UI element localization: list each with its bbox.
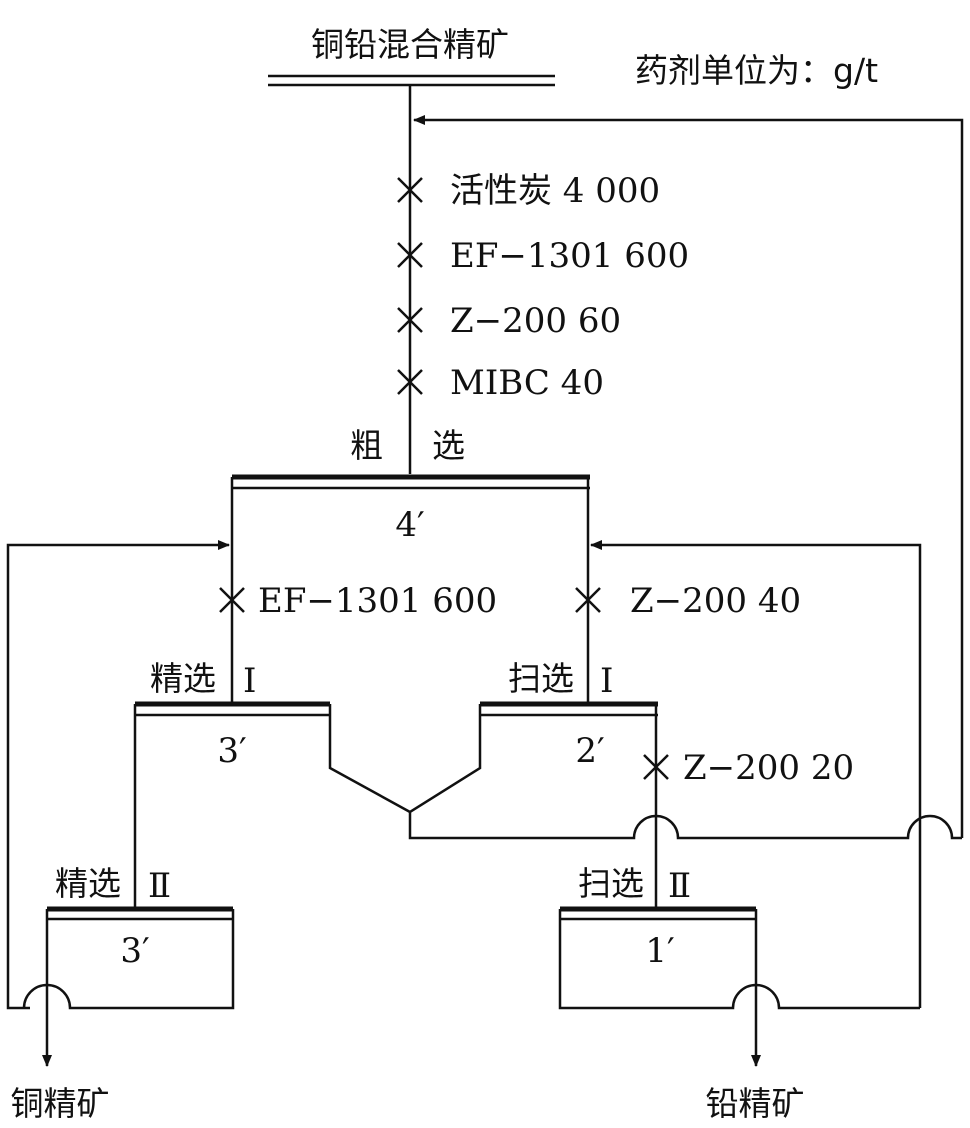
cleaner1-cells: 3′ xyxy=(217,731,246,771)
middling-return-line xyxy=(413,115,964,838)
feed-title: 铜铅混合精矿 xyxy=(311,25,509,64)
copper-concentrate-label: 铜精矿 xyxy=(11,1084,110,1123)
reagent-add-icon xyxy=(575,587,601,613)
cleaner1-reagent: EF−1301 600 xyxy=(258,581,497,621)
reagent-add-icon xyxy=(397,242,423,268)
scavenger2-conc-return xyxy=(590,540,922,1008)
reagent-add-icon xyxy=(397,177,423,203)
scavenger2-label: 扫选 xyxy=(578,864,644,903)
cleaner2-roman: Ⅱ xyxy=(148,866,171,906)
reagent-add-icon xyxy=(397,307,423,333)
reagent-add-icon xyxy=(643,754,669,780)
rougher-cells: 4′ xyxy=(395,505,424,545)
lead-concentrate-label: 铅精矿 xyxy=(706,1084,805,1123)
scavenger1-cells: 2′ xyxy=(575,731,604,771)
scavenger1-reagent: Z−200 40 xyxy=(630,581,801,621)
combined-middling-line xyxy=(408,704,962,840)
reagent-label: Z−200 60 xyxy=(450,301,621,341)
scavenger2-cells: 1′ xyxy=(645,931,674,971)
cleaner2-tail-return xyxy=(6,540,230,1010)
rougher-label-left: 粗 xyxy=(350,426,383,465)
scavenger2-roman: Ⅱ xyxy=(668,866,691,906)
unit-note: 药剂单位为：g/t xyxy=(635,51,878,90)
scavenger2-cell-body xyxy=(558,909,920,1010)
scavenger1-tail-reagent: Z−200 20 xyxy=(683,748,854,788)
cleaner2-cell-body xyxy=(22,909,235,1010)
scavenger1-roman: Ⅰ xyxy=(600,661,613,701)
cleaner1-tail-line xyxy=(328,704,411,814)
reagent-add-icon xyxy=(397,369,423,395)
rougher-label-right: 选 xyxy=(432,426,465,465)
reagent-add-icon xyxy=(219,587,245,613)
cleaner1-roman: Ⅰ xyxy=(243,661,256,701)
reagent-label: 活性炭 4 000 xyxy=(450,171,660,211)
cleaner2-label: 精选 xyxy=(55,864,121,903)
scavenger1-label: 扫选 xyxy=(508,659,574,698)
cleaner1-label: 精选 xyxy=(150,659,216,698)
reagent-label: EF−1301 600 xyxy=(450,236,689,276)
cleaner2-cells: 3′ xyxy=(120,931,149,971)
reagent-marks xyxy=(397,177,423,395)
reagent-label: MIBC 40 xyxy=(450,363,604,403)
